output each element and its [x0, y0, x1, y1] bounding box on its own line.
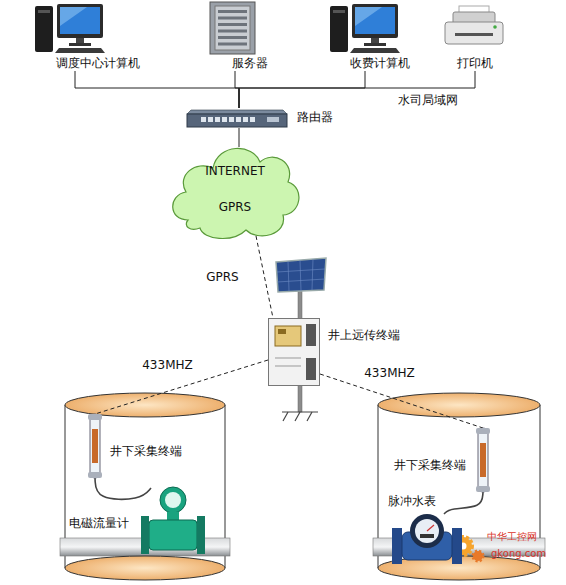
- device-icon: [197, 2, 303, 56]
- device-label: 脉冲水表: [388, 494, 436, 509]
- device-label: GPRS: [168, 200, 302, 215]
- network-label: 水司局域网: [398, 93, 458, 108]
- device-icon: [392, 512, 462, 570]
- device-icon: [168, 140, 302, 243]
- device-node: 脉冲水表: [392, 512, 462, 570]
- device-label: INTERNET: [168, 164, 302, 179]
- device-icon: [268, 318, 320, 386]
- solar-cells: [277, 259, 325, 291]
- pole-base: [282, 412, 318, 421]
- solar-panel: [276, 258, 326, 292]
- device-label: 电磁流量计: [69, 516, 129, 531]
- device-node: INTERNET GPRS: [168, 140, 302, 243]
- wire: [75, 71, 239, 108]
- device-icon: [437, 2, 513, 56]
- device-label: 打印机: [437, 56, 513, 71]
- radio-link: [256, 236, 273, 318]
- device-node: 打印机: [437, 2, 513, 71]
- device-label: 服务器: [197, 56, 303, 71]
- device-icon: [327, 2, 433, 56]
- device-node: 收费计算机: [327, 2, 433, 71]
- device-label: 调度中心计算机: [32, 56, 163, 71]
- device-node: 调度中心计算机: [32, 2, 163, 71]
- watermark: gkong.com: [491, 548, 546, 561]
- device-label: 井下采集终端: [394, 458, 466, 473]
- device-icon: [135, 486, 205, 558]
- device-label: 井下采集终端: [110, 444, 182, 459]
- device-label: 收费计算机: [327, 56, 433, 71]
- watermark: 中华工控网: [487, 531, 537, 544]
- wire: [239, 71, 365, 108]
- device-icon: [187, 108, 287, 128]
- device-icon: [86, 414, 104, 478]
- device-label: 井上远传终端: [328, 328, 400, 343]
- well-bottom: [65, 556, 225, 580]
- wire: [235, 71, 239, 108]
- device-node: 井上远传终端: [268, 318, 320, 386]
- well-top: [65, 393, 225, 417]
- device-icon: [32, 2, 163, 56]
- device-node: 路由器: [187, 108, 287, 128]
- link-label: 433MHZ: [362, 366, 417, 381]
- device-node: 井下采集终端: [474, 428, 492, 492]
- device-label: 路由器: [297, 110, 333, 125]
- well-top: [378, 393, 540, 417]
- wire: [444, 492, 483, 514]
- link-label: GPRS: [204, 270, 241, 285]
- radio-link: [320, 374, 483, 428]
- wire: [95, 478, 151, 499]
- device-icon: [474, 428, 492, 492]
- device-node: 井下采集终端: [86, 414, 104, 478]
- wire: [239, 128, 240, 147]
- link-label: 433MHZ: [140, 358, 195, 373]
- watermark-gear: [473, 551, 483, 561]
- device-node: 服务器: [197, 2, 303, 71]
- wire: [239, 71, 475, 108]
- device-node: 电磁流量计: [135, 486, 205, 558]
